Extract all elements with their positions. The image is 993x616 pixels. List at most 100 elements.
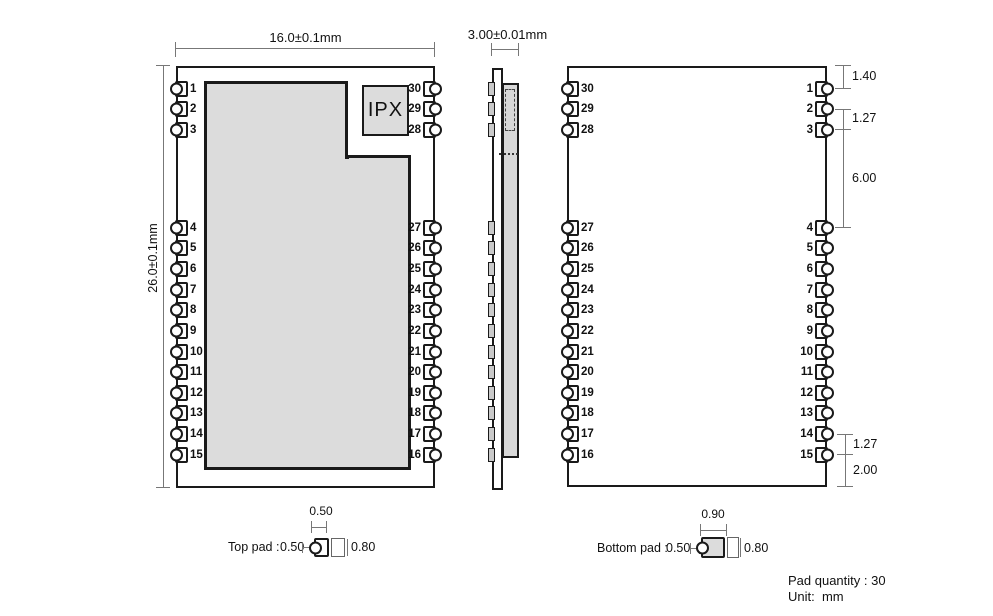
side-view-hidden-line <box>499 153 518 155</box>
pin-label-back-left-22: 22 <box>581 325 594 337</box>
pad-notch-icon <box>820 283 834 297</box>
pad-notch-icon <box>169 324 183 338</box>
side-thickness-dimension: 3.00±0.01mm <box>467 27 548 42</box>
pin-label-back-right-3: 3 <box>806 124 813 136</box>
pin-pad-front-left-12 <box>169 385 188 401</box>
pin-label-front-left-11: 11 <box>190 366 203 378</box>
pad-notch-icon <box>169 283 183 297</box>
side-view-ipx-hidden-outline <box>505 89 515 131</box>
pad-notch-icon <box>428 123 442 137</box>
pad-notch-icon <box>820 406 834 420</box>
bottom-pad-label: Bottom pad : <box>597 541 668 555</box>
pin-pad-front-left-11 <box>169 364 188 380</box>
side-view-pad-13 <box>488 406 495 420</box>
pin-pad-back-right-9 <box>815 323 834 339</box>
pad-notch-icon <box>428 427 442 441</box>
pad-notch-icon <box>428 283 442 297</box>
top-pad-right-bracket <box>331 538 345 557</box>
pad-notch-icon <box>169 427 183 441</box>
pad-notch-icon <box>560 448 574 462</box>
side-view-pad-12 <box>488 386 495 400</box>
pad-notch-icon <box>169 241 183 255</box>
pin-pad-front-right-29 <box>423 101 442 117</box>
pin-pad-front-right-23 <box>423 302 442 318</box>
pin-label-back-right-14: 14 <box>800 428 813 440</box>
pin-pad-front-right-28 <box>423 122 442 138</box>
pad-notch-icon <box>428 82 442 96</box>
pin-pad-back-left-27 <box>560 220 579 236</box>
pin-label-back-right-15: 15 <box>800 449 813 461</box>
top-pad-right-tick <box>347 539 348 556</box>
pin-pad-back-left-20 <box>560 364 579 380</box>
pin-pad-front-right-30 <box>423 81 442 97</box>
pin-pad-front-right-22 <box>423 323 442 339</box>
pad-notch-icon <box>820 123 834 137</box>
front-width-dim-tick-right <box>434 42 435 57</box>
pin-label-front-right-18: 18 <box>408 407 421 419</box>
back-view-module-outline <box>567 66 827 487</box>
pad-notch-icon <box>428 102 442 116</box>
bottom-pad-right-bracket <box>727 537 739 558</box>
back-dim-tick-h <box>837 486 853 487</box>
front-height-dim-tick-top <box>156 65 170 66</box>
pad-notch-icon <box>820 345 834 359</box>
pin-pad-back-right-6 <box>815 261 834 277</box>
pad-notch-icon <box>560 102 574 116</box>
pin-label-front-right-19: 19 <box>408 387 421 399</box>
pin-label-front-left-4: 4 <box>190 222 197 234</box>
pin-pad-front-left-2 <box>169 101 188 117</box>
back-dim-tick-b <box>835 88 851 89</box>
pin-label-back-right-4: 4 <box>806 222 813 234</box>
pad-notch-icon <box>820 448 834 462</box>
pad-notch-icon <box>695 541 709 554</box>
pin-pad-front-right-19 <box>423 385 442 401</box>
back-dim-tick-e <box>835 227 851 228</box>
pin-pad-front-left-15 <box>169 447 188 463</box>
pin-label-back-right-5: 5 <box>806 242 813 254</box>
pad-notch-icon <box>560 262 574 276</box>
pad-notch-icon <box>169 345 183 359</box>
back-dim-bottom-line <box>845 454 846 487</box>
pin-pad-back-right-15 <box>815 447 834 463</box>
front-view-shield-area-right <box>346 155 411 470</box>
pin-pad-front-right-16 <box>423 447 442 463</box>
pad-notch-icon <box>560 324 574 338</box>
unit-note: Unit: mm <box>788 589 844 604</box>
bottom-pad-glyph <box>695 537 725 558</box>
pad-notch-icon <box>560 303 574 317</box>
bottom-pad-bracket-line <box>700 530 727 531</box>
pin-label-front-right-16: 16 <box>408 449 421 461</box>
pin-label-front-right-20: 20 <box>408 366 421 378</box>
pin-pad-front-left-6 <box>169 261 188 277</box>
pin-pad-front-left-10 <box>169 344 188 360</box>
pin-label-front-right-21: 21 <box>408 346 421 358</box>
pad-notch-icon <box>169 406 183 420</box>
pin-pad-back-right-4 <box>815 220 834 236</box>
pin-pad-front-right-18 <box>423 405 442 421</box>
pin-label-front-right-23: 23 <box>408 304 421 316</box>
pin-pad-back-left-29 <box>560 101 579 117</box>
back-dim-tick-f <box>837 434 853 435</box>
pin-pad-front-left-14 <box>169 426 188 442</box>
pin-pad-front-right-24 <box>423 282 442 298</box>
pad-notch-icon <box>560 283 574 297</box>
side-view-pad-9 <box>488 324 495 338</box>
pad-notch-icon <box>428 345 442 359</box>
pin-label-front-left-10: 10 <box>190 346 203 358</box>
pin-pad-back-right-1 <box>815 81 834 97</box>
side-view-pad-10 <box>488 345 495 359</box>
pin-label-front-left-9: 9 <box>190 325 197 337</box>
back-dim-pitch-top: 1.27 <box>852 111 877 125</box>
top-pad-label: Top pad : <box>228 540 280 554</box>
pad-notch-icon <box>820 365 834 379</box>
bottom-pad-right-tick <box>740 538 741 557</box>
pin-pad-back-right-10 <box>815 344 834 360</box>
pin-pad-back-left-17 <box>560 426 579 442</box>
side-view-pad-2 <box>488 102 495 116</box>
pin-pad-front-left-3 <box>169 122 188 138</box>
pad-notch-icon <box>169 365 183 379</box>
pin-pad-back-right-8 <box>815 302 834 318</box>
pad-quantity-note: Pad quantity : 30 <box>788 573 886 588</box>
pin-pad-back-left-25 <box>560 261 579 277</box>
pad-notch-icon <box>820 303 834 317</box>
